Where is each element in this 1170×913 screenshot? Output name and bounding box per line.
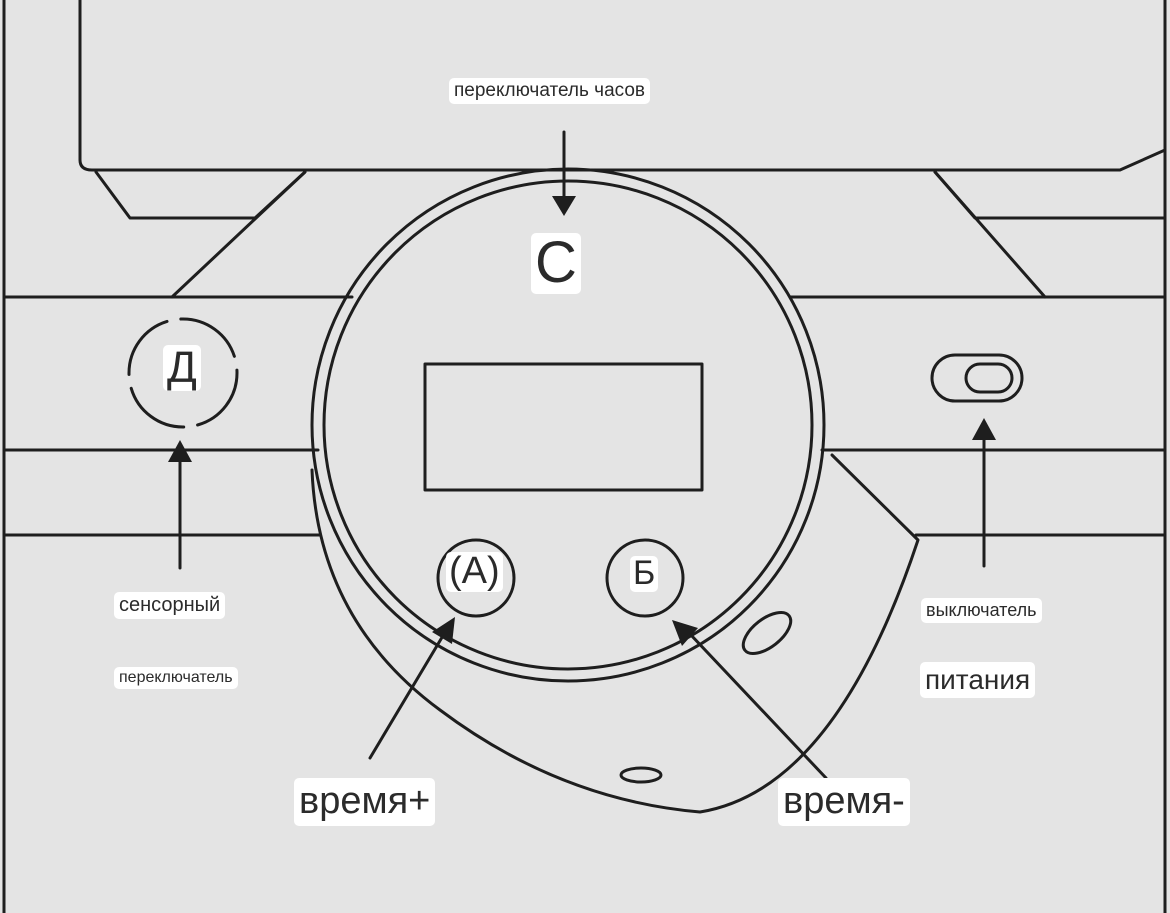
display-window: [423, 362, 704, 492]
bottom-oval-hole: [619, 766, 663, 784]
arrow-clock-head: [552, 196, 576, 216]
arrow-plus-shaft: [368, 632, 446, 760]
touch-switch-label-line1: сенсорный: [114, 592, 226, 619]
arrow-minus-head: [672, 620, 698, 646]
side-oval-hole: [741, 611, 793, 655]
arrow-touch-head: [168, 440, 192, 462]
touch-switch-label-line2: переключатель: [114, 667, 238, 690]
marker-b-label: Б: [630, 555, 659, 592]
arrow-power-head: [972, 418, 996, 440]
top-panel-bevel: [94, 170, 307, 220]
arrow-minus-shaft: [688, 632, 828, 780]
button-a-outline: [436, 538, 516, 618]
clock-switch-label: переключатель часов: [449, 78, 651, 104]
time-minus-label: время-: [778, 778, 910, 826]
lower-housing: [310, 453, 920, 814]
marker-a-label: (A): [446, 551, 503, 592]
button-b-outline: [605, 538, 685, 618]
arrow-plus-head: [432, 617, 455, 644]
top-panel-outline: [78, 0, 1167, 172]
right-support-line: [933, 170, 1047, 299]
power-switch-label-line1: выключатель: [921, 598, 1042, 623]
power-switch-label-line2: питания: [920, 662, 1036, 699]
marker-c-label: C: [531, 232, 581, 294]
power-switch-knob: [964, 362, 1014, 394]
control-disc-outer-ring: [310, 167, 826, 683]
control-disc-inner-ring: [322, 179, 814, 671]
touch-switch-ring: [127, 317, 239, 429]
left-support-line: [170, 170, 307, 299]
power-switch-housing: [930, 353, 1024, 403]
marker-d-label: Д: [163, 344, 201, 392]
time-plus-label: время+: [294, 778, 436, 826]
